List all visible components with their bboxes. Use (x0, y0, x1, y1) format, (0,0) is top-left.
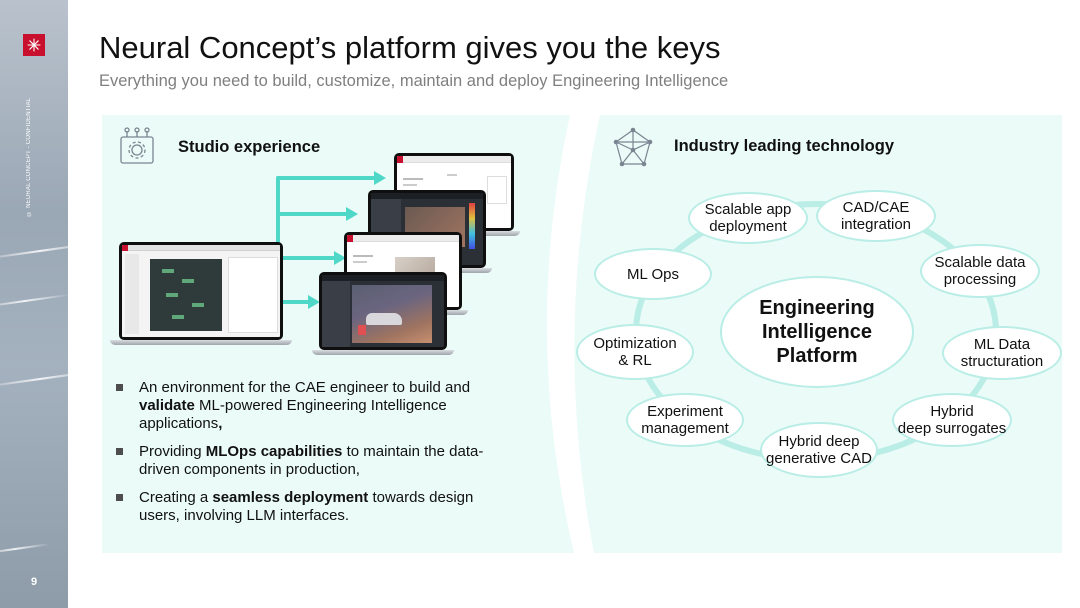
center-line: Platform (776, 345, 858, 367)
technology-heading: Industry leading technology (674, 137, 895, 155)
light-streak (0, 241, 68, 261)
center-platform-node: Engineering Intelligence Platform (720, 276, 914, 388)
neural-concept-logo (23, 34, 45, 56)
gear-settings-icon (117, 127, 157, 165)
network-nodes-icon (610, 126, 656, 168)
bullet-marker (116, 494, 123, 501)
bullet-text: Providing MLOps capabilities to maintain… (139, 443, 484, 478)
light-streak (0, 369, 68, 389)
bullet-text: Creating a seamless deployment towards d… (139, 489, 474, 524)
center-line: Intelligence (761, 321, 872, 343)
studio-bullet-list: An environment for the CAE engineer to b… (116, 379, 516, 535)
light-streak (0, 293, 68, 309)
light-streak (0, 543, 50, 555)
sidebar: © NEURAL CONCEPT - CONFIDENTIAL 9 (0, 0, 68, 608)
bullet-text: An environment for the CAE engineer to b… (139, 379, 471, 432)
bullet-item: An environment for the CAE engineer to b… (116, 379, 516, 433)
star-burst-icon (27, 38, 41, 52)
slide-subtitle: Everything you need to build, customize,… (99, 72, 729, 90)
studio-heading: Studio experience (178, 138, 321, 156)
node-ml-ops: ML Ops (594, 248, 712, 300)
page-number: 9 (30, 576, 38, 588)
center-line: Engineering (759, 297, 875, 319)
bullet-marker (116, 384, 123, 391)
laptop-main (110, 242, 292, 348)
confidential-notice: © NEURAL CONCEPT - CONFIDENTIAL (26, 97, 32, 216)
slide-title: Neural Concept’s platform gives you the … (99, 30, 721, 65)
bullet-marker (116, 448, 123, 455)
laptop-screen-4 (312, 272, 454, 358)
bullet-item: Creating a seamless deployment towards d… (116, 489, 516, 525)
node-optimization-rl: Optimization& RL (576, 324, 694, 380)
connector-arrows (276, 171, 386, 309)
bullet-item: Providing MLOps capabilities to maintain… (116, 443, 516, 479)
